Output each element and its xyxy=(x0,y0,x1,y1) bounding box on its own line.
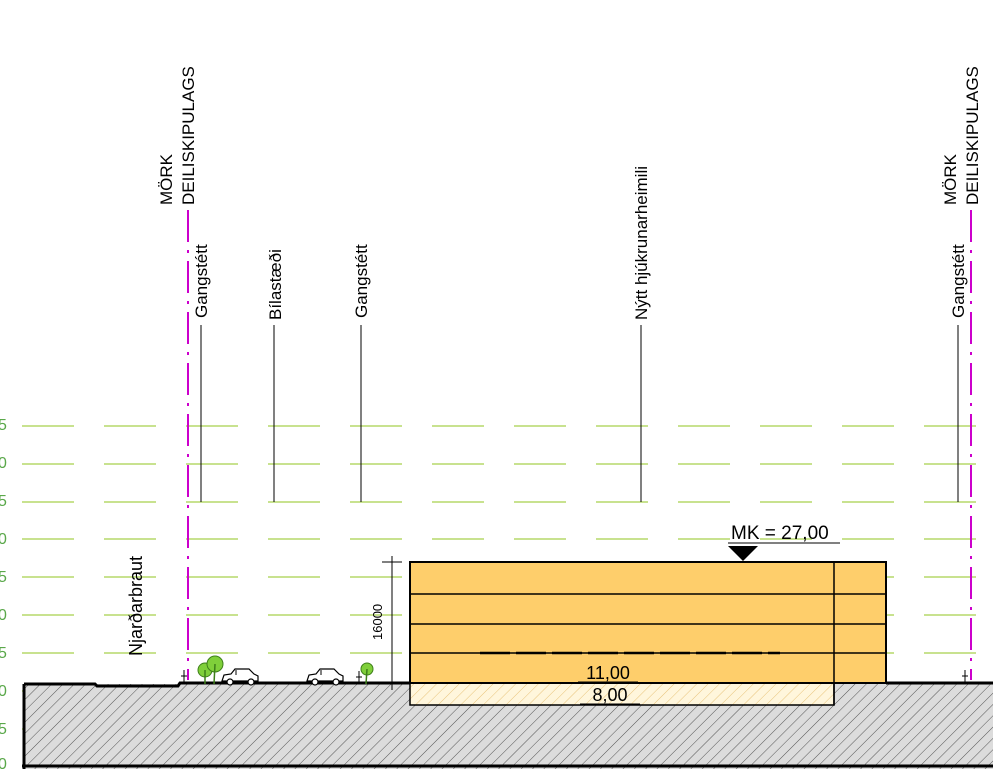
car-icon xyxy=(221,668,259,686)
person-icon xyxy=(181,670,968,683)
gangstett-label-2: Gangstétt xyxy=(352,244,371,318)
level-upper-label: 11,00 xyxy=(586,663,630,683)
car-icon xyxy=(306,668,344,686)
mk-label: MK = 27,00 xyxy=(731,523,829,544)
road-label: Njarðarbraut xyxy=(126,556,146,656)
grid-labels: 5 0 5 0 5 0 5 0 5 0 xyxy=(0,417,7,769)
grid-label: 5 xyxy=(0,645,7,662)
mk-marker: MK = 27,00 xyxy=(728,523,840,561)
leader-lines xyxy=(200,325,959,502)
grid-label: 5 xyxy=(0,417,7,434)
bilastaedi-label: Bílastæði xyxy=(266,249,285,320)
boundary-lines xyxy=(187,210,972,680)
tree-icon xyxy=(197,655,224,685)
gangstett-label-3: Gangstétt xyxy=(949,244,968,318)
grid-label: 0 xyxy=(0,531,7,548)
building xyxy=(409,561,887,705)
triangle-icon xyxy=(728,546,758,561)
grid-label: 5 xyxy=(0,569,7,586)
grid-label: 5 xyxy=(0,493,7,510)
gangstett-label-1: Gangstétt xyxy=(192,244,211,318)
level-labels: 11,00 8,00 xyxy=(578,663,640,705)
tree-icon xyxy=(360,662,374,685)
boundary-right-label-1: MÖRK xyxy=(941,153,960,205)
grid-label: 0 xyxy=(0,683,7,700)
grid-label: 0 xyxy=(0,455,7,472)
grid-label: 0 xyxy=(0,607,7,624)
grid-label: 0 xyxy=(0,756,7,769)
building-label: Nýtt hjúkrunarheimili xyxy=(632,166,651,320)
dimension-label: 16000 xyxy=(370,604,385,640)
boundary-left-label-2: DEILISKIPULAGS xyxy=(179,66,198,205)
grid-label: 5 xyxy=(0,721,7,738)
dimension-line: 16000 xyxy=(370,556,402,690)
rotated-labels: MÖRK DEILISKIPULAGS Gangstétt Bílastæði … xyxy=(126,66,982,656)
boundary-right-label-2: DEILISKIPULAGS xyxy=(963,66,982,205)
boundary-left-label-1: MÖRK xyxy=(157,153,176,205)
level-lower-label: 8,00 xyxy=(592,685,627,705)
